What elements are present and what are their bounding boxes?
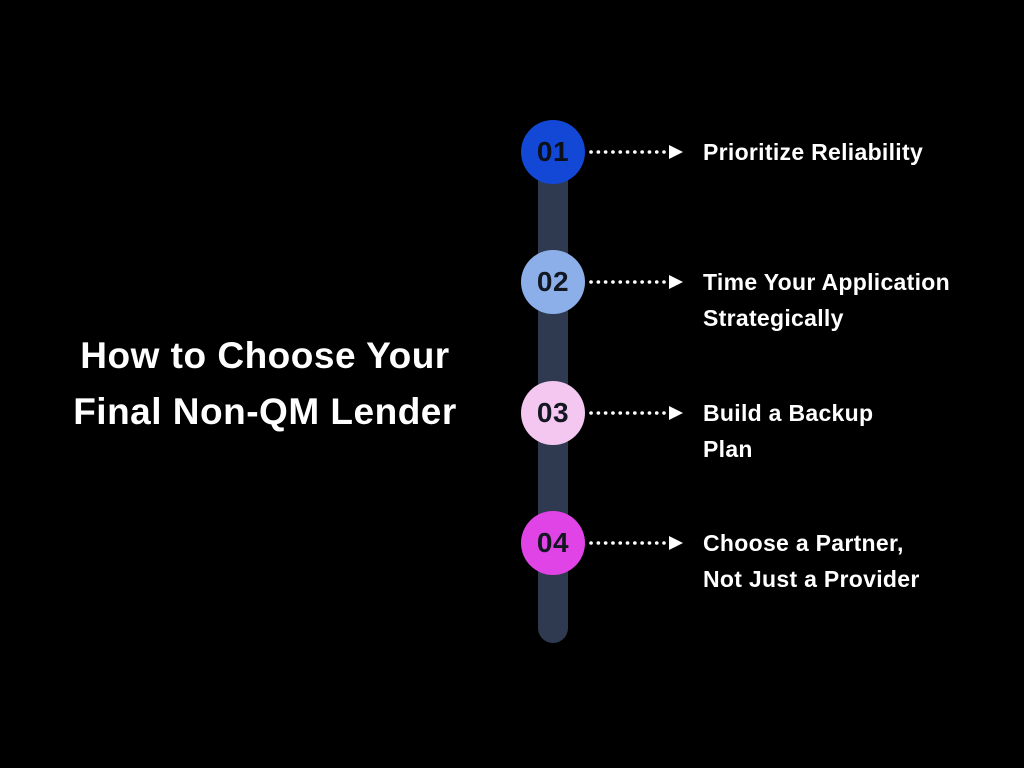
step-3-circle: 03 (521, 381, 585, 445)
page-title-line-1: How to Choose Your (80, 335, 450, 376)
dotted-arrow-icon (589, 145, 683, 159)
dotted-arrow-icon (589, 536, 683, 550)
step-2-circle: 02 (521, 250, 585, 314)
step-4-number: 04 (536, 527, 570, 558)
step-4-label: Choose a Partner, Not Just a Provider (703, 530, 920, 592)
step-1-label: Prioritize Reliability (703, 139, 924, 165)
dotted-arrow-icon (589, 275, 683, 289)
page-title: How to Choose Your Final Non-QM Lender (40, 328, 490, 440)
step-2-number: 02 (536, 266, 570, 297)
step-4-circle: 04 (521, 511, 585, 575)
step-1-number: 01 (536, 136, 570, 167)
step-3-label: Build a Backup Plan (703, 400, 874, 462)
step-2-label: Time Your Application Strategically (703, 269, 950, 331)
dotted-arrow-icon (589, 406, 683, 420)
page-title-line-2: Final Non-QM Lender (73, 391, 457, 432)
step-3-number: 03 (536, 397, 570, 428)
step-1-circle: 01 (521, 120, 585, 184)
